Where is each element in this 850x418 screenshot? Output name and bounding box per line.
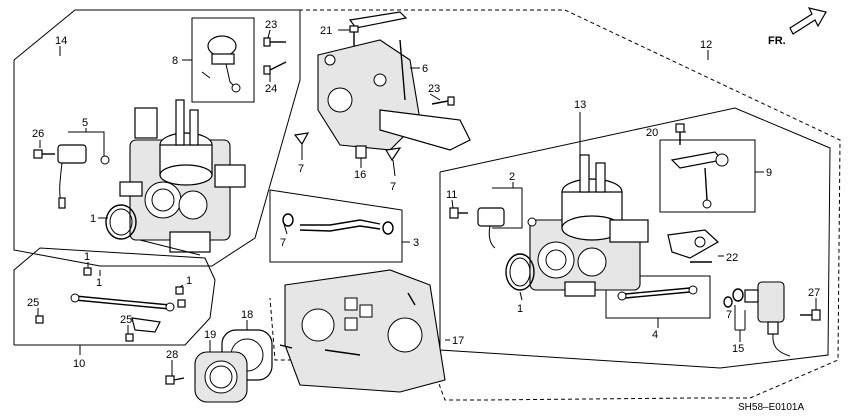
callout-22: 22 [726, 252, 738, 264]
bolt-27 [800, 309, 821, 321]
callout-20: 20 [646, 127, 658, 139]
gasket-plate-17 [279, 269, 446, 393]
valve-9 [670, 151, 729, 209]
callout-2: 2 [509, 171, 515, 183]
hose-3 [282, 213, 394, 235]
callout-9: 9 [766, 167, 772, 179]
bolt-21 [349, 25, 359, 46]
callout-27: 27 [808, 287, 820, 299]
callout-8: 8 [172, 55, 178, 67]
valve-8 [201, 35, 241, 93]
nut-1-c [177, 299, 186, 308]
box-2 [492, 187, 523, 229]
nut-1-a [83, 267, 92, 276]
bolt-23-center [431, 96, 455, 106]
bolt-11 [449, 207, 468, 219]
carburetor-assembly-left [119, 99, 246, 256]
fitting-16 [355, 145, 367, 159]
solenoid-valve-5 [57, 144, 110, 209]
leader-lines [37, 29, 817, 376]
callout-1-upper: 1 [90, 213, 96, 225]
bolt-24 [263, 61, 287, 75]
box-3-hose-group [269, 189, 403, 263]
callout-7-b: 7 [390, 181, 396, 193]
callout-15: 15 [732, 343, 744, 355]
callout-25-a: 25 [27, 297, 39, 309]
linkage-rod-4 [617, 285, 698, 301]
bolt-23-upper [263, 37, 286, 47]
callout-23-upper: 23 [265, 19, 277, 31]
callout-11: 11 [446, 189, 457, 201]
callout-12: 12 [700, 39, 712, 51]
callout-1-a: 1 [84, 251, 90, 263]
carburetor-assembly-panel [13, 9, 301, 267]
callout-21: 21 [320, 25, 332, 37]
callout-25-b: 25 [120, 314, 132, 326]
box-9 [659, 139, 756, 213]
callout-7-c: 7 [280, 237, 286, 249]
box-4 [605, 275, 711, 319]
gasket-ring-left [105, 204, 137, 240]
callout-7-d: 7 [726, 309, 732, 321]
bolt-28 [165, 375, 185, 385]
front-direction-label: FR. [768, 35, 786, 47]
callout-17: 17 [452, 335, 464, 347]
callout-3: 3 [413, 237, 419, 249]
carburetor-assembly-right [529, 154, 649, 297]
bolt-26 [33, 149, 55, 159]
callout-5: 5 [82, 117, 88, 129]
callout-10: 10 [73, 358, 85, 370]
bracket-22 [667, 229, 720, 263]
nut-1-b [175, 286, 184, 295]
callout-13: 13 [574, 99, 586, 111]
callout-26: 26 [32, 128, 44, 140]
callout-6: 6 [422, 63, 428, 75]
linkage-rod-10 [70, 293, 175, 333]
callout-24: 24 [265, 83, 277, 95]
callout-4: 4 [652, 329, 658, 341]
bolt-25-a [35, 315, 44, 324]
callout-14: 14 [55, 35, 67, 47]
bolt-20 [675, 123, 685, 145]
sensor-15 [723, 281, 791, 357]
filter-screen-19 [194, 351, 248, 403]
outer-assembly-boundary [75, 9, 841, 401]
callout-18: 18 [241, 309, 253, 321]
solenoid-valve-2 [477, 207, 537, 249]
callout-labels: 14 8 23 24 21 6 23 12 5 26 1 7 16 7 13 2… [27, 19, 820, 370]
throttle-bracket-6 [317, 11, 471, 151]
callout-1-c: 1 [186, 275, 192, 287]
bolt-25-b [125, 333, 134, 342]
box-5 [68, 131, 105, 158]
callout-1-right: 1 [517, 303, 523, 315]
callout-28: 28 [166, 349, 178, 361]
clip-7-b [385, 147, 402, 162]
linkage-panel [13, 247, 216, 346]
callout-7-a: 7 [298, 163, 304, 175]
clip-7-a [293, 132, 310, 146]
gasket-ring-right [505, 253, 535, 291]
callout-19: 19 [204, 329, 216, 341]
diagram-reference-code: SH58–E0101A [738, 402, 804, 413]
callout-1-b: 1 [96, 277, 102, 289]
callout-23-center: 23 [428, 83, 440, 95]
callout-16: 16 [354, 169, 366, 181]
front-direction-arrow [789, 7, 827, 35]
